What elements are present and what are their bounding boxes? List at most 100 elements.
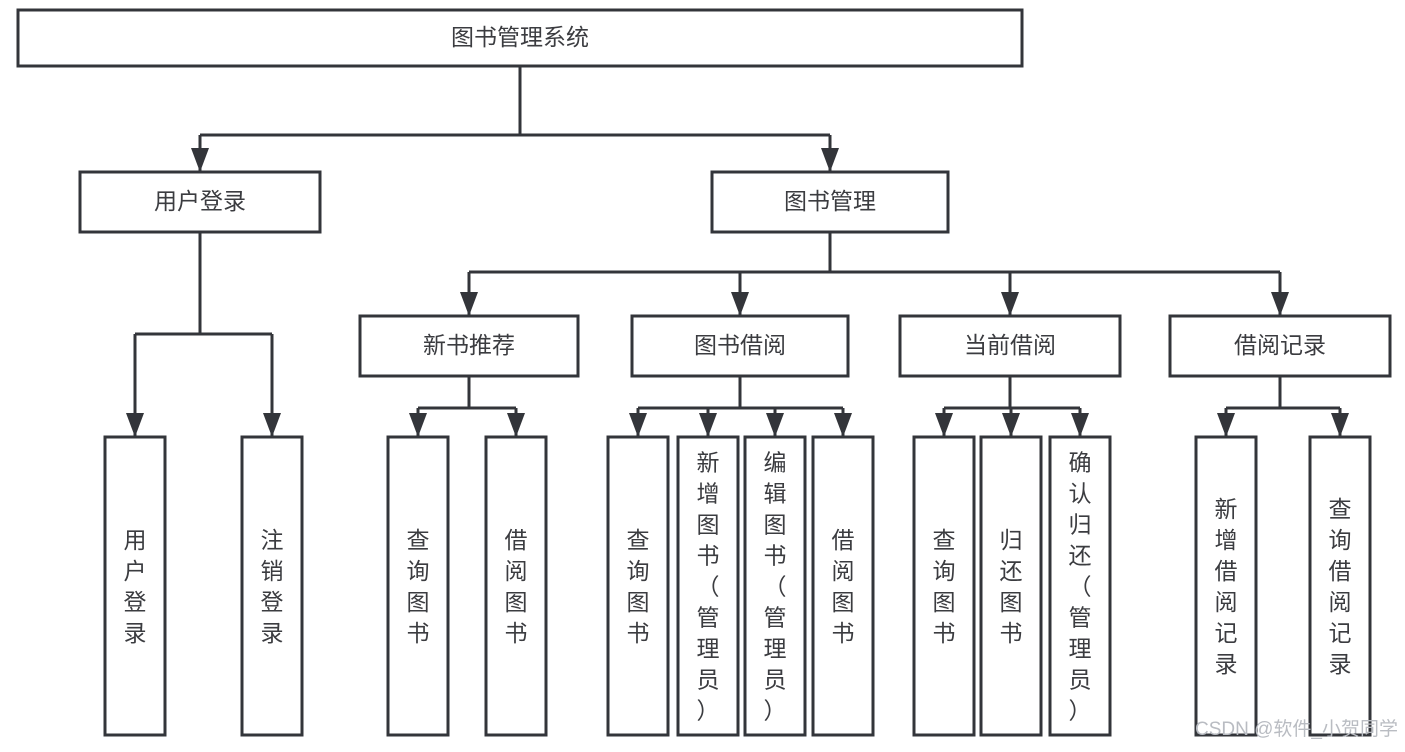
node-label-leaf-borrow-book: 借 <box>832 527 855 553</box>
arrow-head-icon <box>935 413 953 437</box>
node-label-leaf-logout: 录 <box>261 620 284 646</box>
node-box-leaf-return-book[interactable] <box>979 435 1043 737</box>
node-label-leaf-query-borrow-record: 查 <box>1329 496 1352 522</box>
node-label-borrow-record: 借阅记录 <box>1234 332 1326 358</box>
node-label-leaf-edit-book-admin: （ <box>764 574 787 600</box>
node-label-leaf-add-book-admin: 理 <box>697 636 720 662</box>
node-label-leaf-logout: 注 <box>261 527 284 553</box>
node-label-leaf-query-book-borrow: 查 <box>627 527 650 553</box>
node-box-book-management[interactable] <box>710 170 950 234</box>
node-box-leaf-query-borrow-record[interactable] <box>1308 435 1372 737</box>
arrow-head-icon <box>834 413 852 437</box>
arrow-head-icon <box>409 413 427 437</box>
node-label-leaf-add-book-admin: 增 <box>697 481 720 507</box>
node-label-leaf-edit-book-admin: 书 <box>764 543 787 569</box>
node-label-leaf-add-book-admin: 员 <box>697 667 720 693</box>
node-label-leaf-edit-book-admin: 理 <box>764 636 787 662</box>
node-label-leaf-borrow-book-new: 阅 <box>505 558 528 584</box>
node-label-leaf-borrow-book: 阅 <box>832 558 855 584</box>
node-box-leaf-borrow-book[interactable] <box>811 435 875 737</box>
node-label-leaf-user-login: 用 <box>124 527 147 553</box>
node-label-leaf-add-borrow-record: 阅 <box>1215 589 1238 615</box>
node-box-borrow-record[interactable] <box>1168 314 1392 378</box>
node-label-leaf-edit-book-admin: 编 <box>764 450 787 476</box>
node-box-user-login[interactable] <box>78 170 322 234</box>
arrow-head-icon <box>731 292 749 316</box>
arrow-head-icon <box>629 413 647 437</box>
node-root[interactable]: 图书管理系统 <box>16 8 1024 68</box>
node-box-root[interactable] <box>16 8 1024 68</box>
node-box-leaf-logout[interactable] <box>240 435 304 737</box>
node-box-current-borrow[interactable] <box>898 314 1122 378</box>
node-label-leaf-query-borrow-record: 借 <box>1329 558 1352 584</box>
connector-layer <box>126 66 1349 437</box>
node-label-root: 图书管理系统 <box>451 24 589 50</box>
arrow-head-icon <box>766 413 784 437</box>
node-label-leaf-add-book-admin: （ <box>697 574 720 600</box>
node-label-book-management: 图书管理 <box>784 188 876 214</box>
node-box-leaf-query-book-new[interactable] <box>386 435 450 737</box>
node-label-leaf-add-book-admin: 管 <box>697 605 720 631</box>
node-label-leaf-borrow-book: 图 <box>832 589 855 615</box>
node-box-leaf-add-book-admin[interactable] <box>676 435 740 737</box>
node-box-leaf-borrow-book-new[interactable] <box>484 435 548 737</box>
arrow-head-icon <box>263 413 281 437</box>
node-label-leaf-query-book-new: 图 <box>407 589 430 615</box>
node-label-leaf-confirm-return-admin: （ <box>1069 574 1092 600</box>
node-new-book-recommend[interactable]: 新书推荐 <box>358 314 580 378</box>
node-label-leaf-return-book: 书 <box>1000 620 1023 646</box>
node-borrow-record[interactable]: 借阅记录 <box>1168 314 1392 378</box>
arrow-head-icon <box>126 413 144 437</box>
node-box-leaf-edit-book-admin[interactable] <box>743 435 807 737</box>
node-box-book-borrow[interactable] <box>630 314 850 378</box>
node-label-leaf-edit-book-admin: 辑 <box>764 481 787 507</box>
node-label-leaf-query-book-current: 书 <box>933 620 956 646</box>
node-label-leaf-borrow-book-new: 图 <box>505 589 528 615</box>
arrow-head-icon <box>1001 292 1019 316</box>
node-label-leaf-confirm-return-admin: 确 <box>1069 450 1092 476</box>
node-label-leaf-query-borrow-record: 记 <box>1329 620 1352 646</box>
node-label-leaf-add-borrow-record: 记 <box>1215 620 1238 646</box>
node-label-leaf-edit-book-admin: 图 <box>764 512 787 538</box>
node-leaf-user-login[interactable]: 用户登录 <box>103 435 167 737</box>
node-box-new-book-recommend[interactable] <box>358 314 580 378</box>
node-user-login[interactable]: 用户登录 <box>78 170 322 234</box>
arrow-head-icon <box>460 292 478 316</box>
node-label-leaf-confirm-return-admin: 理 <box>1069 636 1092 662</box>
node-book-borrow[interactable]: 图书借阅 <box>630 314 850 378</box>
node-box-leaf-add-borrow-record[interactable] <box>1194 435 1258 737</box>
node-layer: 图书管理系统用户登录图书管理新书推荐图书借阅当前借阅借阅记录用户登录注销登录查询… <box>16 8 1392 737</box>
node-label-leaf-query-book-borrow: 图 <box>627 589 650 615</box>
node-label-leaf-query-book-borrow: 书 <box>627 620 650 646</box>
node-label-leaf-query-book-new: 书 <box>407 620 430 646</box>
node-book-management[interactable]: 图书管理 <box>710 170 950 234</box>
node-label-leaf-edit-book-admin: ） <box>764 698 787 724</box>
arrow-head-icon <box>1271 292 1289 316</box>
node-current-borrow[interactable]: 当前借阅 <box>898 314 1122 378</box>
node-label-new-book-recommend: 新书推荐 <box>423 332 515 358</box>
node-label-leaf-user-login: 登 <box>124 589 147 615</box>
node-box-leaf-query-book-current[interactable] <box>912 435 976 737</box>
node-box-leaf-user-login[interactable] <box>103 435 167 737</box>
node-label-leaf-query-book-current: 查 <box>933 527 956 553</box>
arrow-head-icon <box>507 413 525 437</box>
node-box-leaf-confirm-return-admin[interactable] <box>1048 435 1112 737</box>
node-label-leaf-borrow-book-new: 借 <box>505 527 528 553</box>
node-label-leaf-add-borrow-record: 借 <box>1215 558 1238 584</box>
node-label-leaf-add-borrow-record: 录 <box>1215 651 1238 677</box>
node-box-leaf-query-book-borrow[interactable] <box>606 435 670 737</box>
